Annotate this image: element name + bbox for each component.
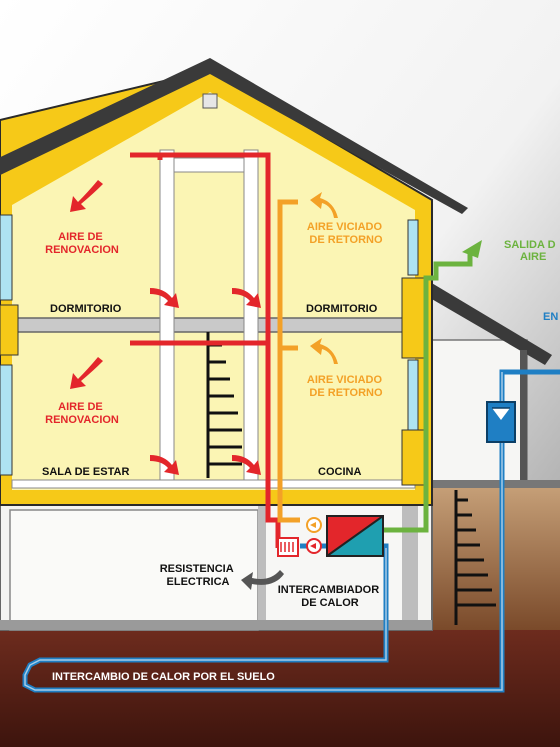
floor-slab (0, 317, 416, 333)
window (0, 364, 13, 476)
window (407, 359, 419, 431)
house-shell (0, 58, 468, 506)
label-intercambio-suelo: INTERCAMBIO DE CALOR POR EL SUELO (52, 671, 275, 683)
soil-section (430, 482, 560, 630)
label-aire-viciado-bottom: AIRE VICIADO DE RETORNO (307, 374, 385, 399)
label-aire-renovacion-top: AIRE DE RENOVACION (45, 231, 119, 256)
label-aire-viciado-top: AIRE VICIADO DE RETORNO (307, 221, 385, 246)
label-salida-de-aire: SALIDA D AIRE (504, 239, 559, 263)
label-intercambiador-de-calor: INTERCAMBIADOR DE CALOR (278, 584, 383, 609)
label-dormitorio-left: DORMITORIO (50, 303, 122, 315)
label-cocina: COCINA (318, 466, 361, 478)
label-sala-de-estar: SALA DE ESTAR (42, 466, 129, 478)
label-dormitorio-right: DORMITORIO (306, 303, 378, 315)
exhaust-arrow (462, 240, 482, 258)
stale-air-duct (277, 199, 300, 523)
exhaust-air-duct (384, 252, 473, 533)
label-entrada-partial: EN (543, 311, 558, 323)
fresh-air-arrows (70, 180, 261, 475)
fan-icon (306, 517, 322, 554)
window (407, 219, 419, 276)
label-aire-renovacion-bottom: AIRE DE RENOVACION (45, 401, 119, 426)
pointer-arrow (241, 570, 284, 590)
fresh-air-duct (130, 152, 281, 548)
label-resistencia-electrica: RESISTENCIA ELECTRICA (160, 563, 237, 588)
window (0, 214, 13, 301)
ground-loop-inner (24, 372, 503, 691)
stale-air-arrows (310, 192, 338, 364)
